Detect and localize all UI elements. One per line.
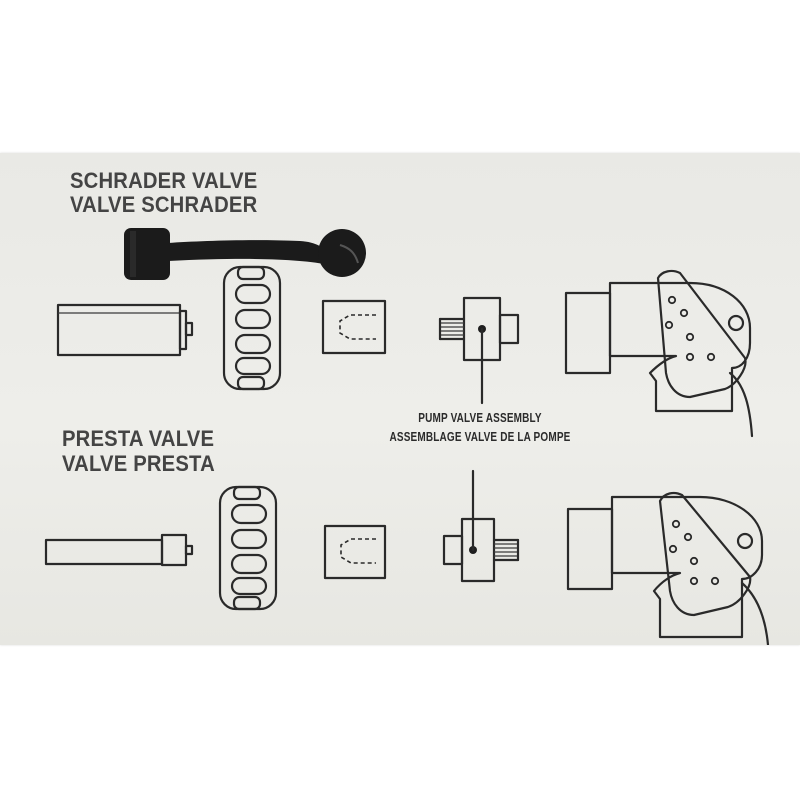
pump-valve-assembly-label-en: PUMP VALVE ASSEMBLY: [418, 411, 542, 425]
schrader-pump-head: [564, 269, 754, 438]
schrader-pump-valve-block: [438, 296, 520, 405]
presta-thread-insert: [323, 524, 387, 580]
schrader-valve-stem: [56, 303, 194, 357]
schrader-title-fr: VALVE SCHRADER: [70, 192, 258, 217]
presta-title-en: PRESTA VALVE: [62, 426, 215, 451]
presta-pump-valve-block: [442, 469, 520, 583]
schrader-thread-insert: [321, 299, 387, 355]
schrader-rubber-gasket: [222, 265, 282, 391]
pump-valve-assembly-label-fr: ASSEMBLAGE VALVE DE LA POMPE: [389, 430, 571, 444]
valve-assembly-illustration: [44, 228, 770, 645]
presta-title-fr: VALVE PRESTA: [62, 451, 215, 476]
presta-valve-stem: [44, 533, 194, 567]
schrader-title-en: SCHRADER VALVE: [70, 168, 258, 193]
presta-pump-head: [566, 491, 770, 645]
valve-wrench-tool: [124, 228, 366, 280]
presta-rubber-gasket: [218, 485, 278, 611]
instruction-card: SCHRADER VALVE VALVE SCHRADER PRESTA VAL…: [0, 153, 800, 645]
